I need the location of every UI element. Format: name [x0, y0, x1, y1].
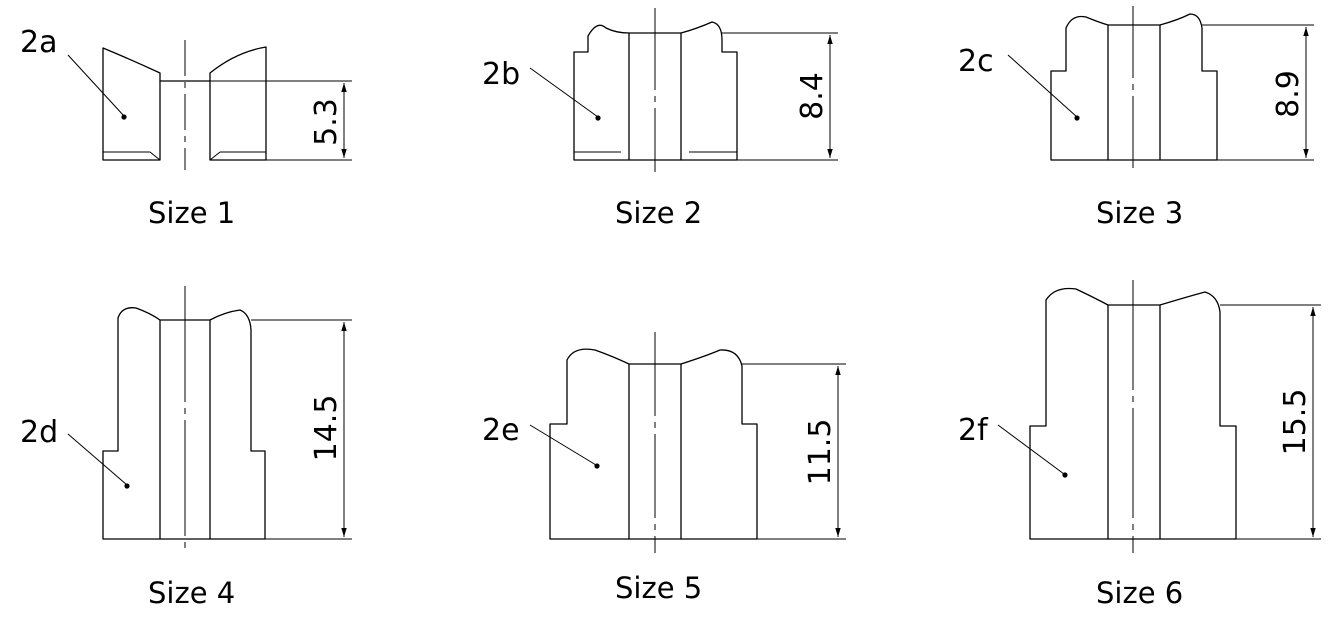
part-size-3: 8.9 2c Size 3 [958, 6, 1314, 230]
part-size-2: 8.4 2b Size 2 [482, 8, 838, 230]
part-2a-right-outline [209, 46, 267, 161]
callout-2c: 2c [958, 44, 994, 79]
dimension-size-1: 5.3 [309, 98, 344, 146]
callout-2b: 2b [482, 57, 520, 92]
part-size-6: 15.5 2f Size 6 [958, 280, 1321, 610]
part-size-5: 11.5 2e Size 5 [482, 332, 846, 605]
caption-size-3: Size 3 [1096, 196, 1183, 230]
callout-2f: 2f [958, 413, 989, 448]
dimension-size-4: 14.5 [309, 395, 344, 462]
part-size-1: 5.3 2a Size 1 [20, 25, 352, 230]
part-2c-outline [1050, 13, 1218, 161]
caption-size-2: Size 2 [615, 196, 702, 230]
caption-size-5: Size 5 [615, 571, 702, 605]
caption-size-4: Size 4 [148, 576, 235, 610]
dimension-size-5: 11.5 [803, 419, 838, 486]
part-2e-outline [549, 348, 758, 540]
dimension-size-6: 15.5 [1278, 389, 1313, 456]
callout-2a: 2a [20, 25, 57, 60]
part-size-4: 14.5 2d Size 4 [20, 286, 352, 610]
dimension-size-3: 8.9 [1271, 70, 1306, 118]
part-2a-outline [102, 47, 161, 161]
callout-2d: 2d [20, 415, 58, 450]
caption-size-1: Size 1 [148, 196, 235, 230]
callout-2e: 2e [482, 413, 520, 448]
dimension-size-2: 8.4 [795, 72, 830, 120]
caption-size-6: Size 6 [1096, 576, 1183, 610]
part-2d-outline [102, 307, 266, 540]
